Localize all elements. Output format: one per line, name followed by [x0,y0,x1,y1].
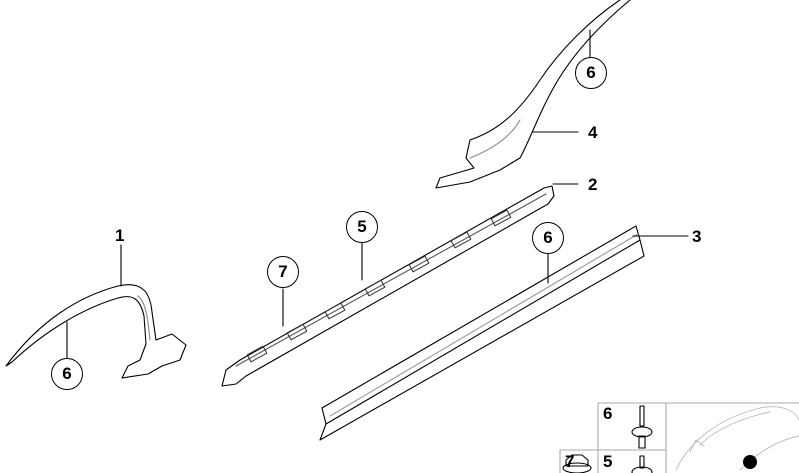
expanding-rivet-icon [631,405,653,449]
inset-label-6: 6 [603,404,613,423]
hex-nut-icon [562,454,592,473]
part-number-1: 1 [115,226,125,245]
callout-7: 7 [267,256,299,288]
part-number-3: 3 [692,227,702,246]
expanding-rivet-icon [631,455,653,473]
inset-label-5: 5 [603,452,613,471]
wheel-arch-trim-front [5,284,187,379]
fastener-inset [559,402,799,473]
callout-6-sill: 6 [532,222,564,254]
callout-6-top: 6 [575,57,607,89]
side-sill-cover [319,225,645,441]
wheel-arch-trim-rear [435,0,631,189]
part-number-4: 4 [588,123,598,142]
part-number-2: 2 [588,175,598,194]
callout-5: 5 [346,211,378,243]
car-locator-icon [675,406,799,471]
location-dot [743,455,757,469]
callout-6-left: 6 [51,358,83,390]
leader-lines [66,29,689,359]
sill-carrier-strip [221,185,555,387]
inset-label-7: 7 [565,452,575,471]
